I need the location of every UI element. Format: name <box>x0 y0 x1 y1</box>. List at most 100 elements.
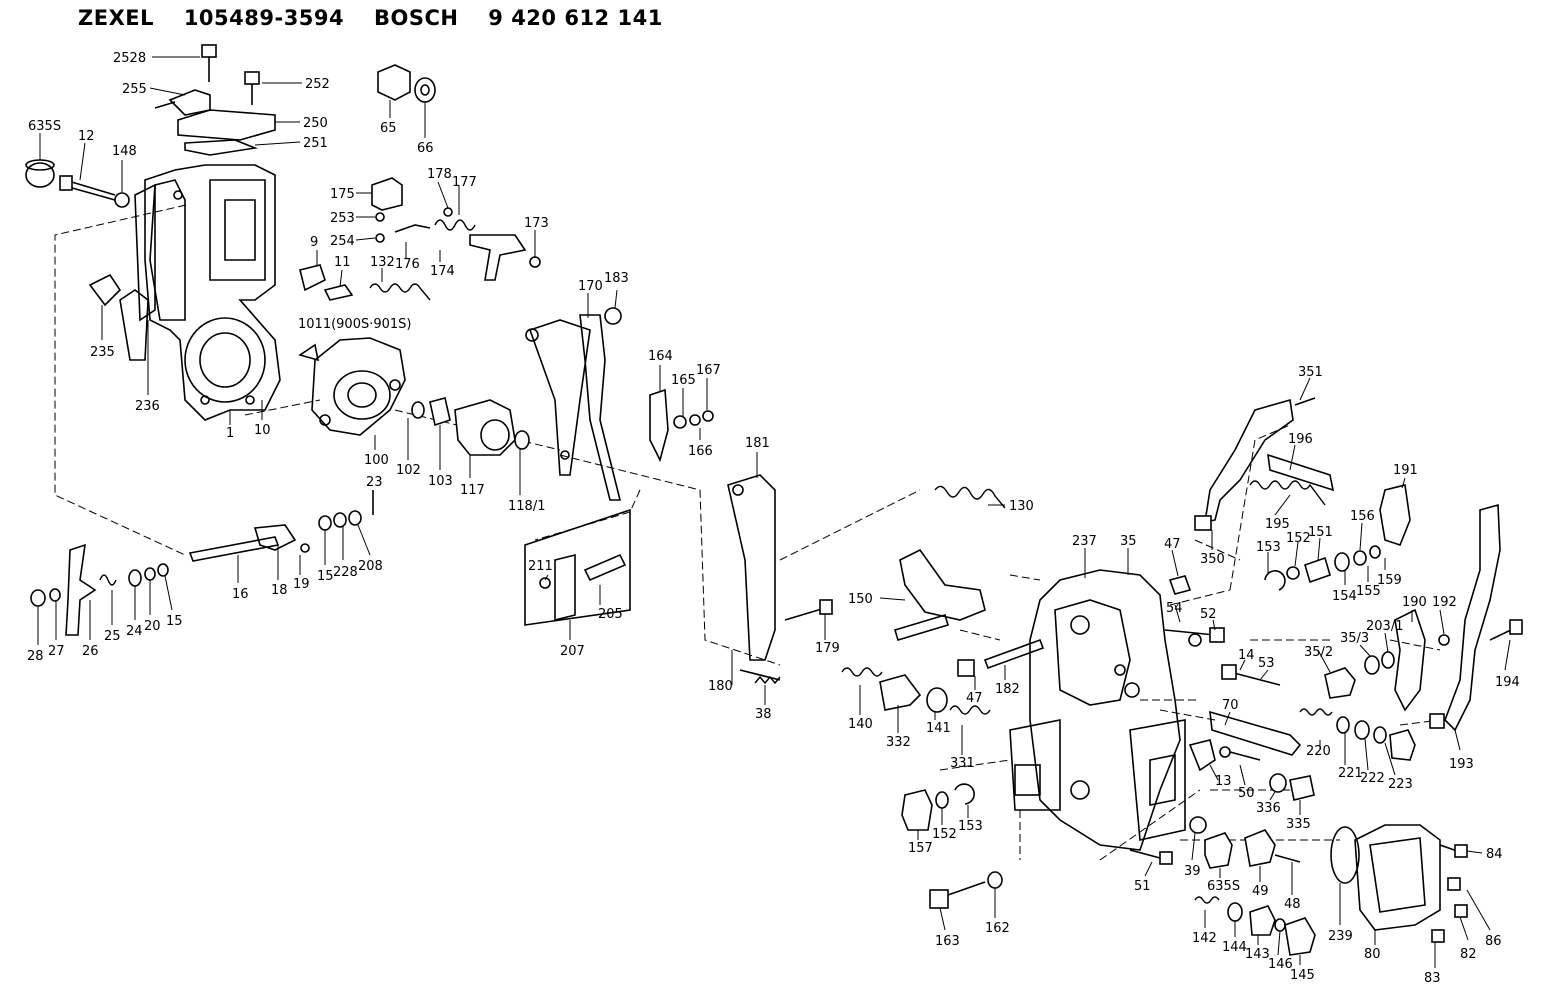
pump-body-35 <box>1009 569 1186 851</box>
label-20: 20 <box>144 619 161 634</box>
label-38: 38 <box>755 707 772 722</box>
label-19: 19 <box>293 577 310 592</box>
label-9: 9 <box>310 235 318 250</box>
label-130: 130 <box>1009 499 1034 514</box>
label-152-lower: 152 <box>932 827 957 842</box>
label-154: 154 <box>1332 589 1357 604</box>
label-166: 166 <box>688 444 713 459</box>
rod-182 <box>957 575 1192 677</box>
label-255: 255 <box>122 82 147 97</box>
label-222: 222 <box>1360 771 1385 786</box>
label-152-upper: 152 <box>1286 531 1311 546</box>
label-15-upper: 15 <box>317 569 334 584</box>
label-82: 82 <box>1460 947 1477 962</box>
bracket-and-spring-132 <box>298 264 431 362</box>
assembly-guide-lines <box>54 204 1441 861</box>
label-146: 146 <box>1268 957 1293 972</box>
parts-220-223 <box>1299 708 1416 761</box>
label-220: 220 <box>1306 744 1331 759</box>
label-70: 70 <box>1222 698 1239 713</box>
label-253: 253 <box>330 211 355 226</box>
label-132: 132 <box>370 255 395 270</box>
label-151: 151 <box>1308 525 1333 540</box>
adjusting-parts-140-331 <box>784 599 991 715</box>
label-239: 239 <box>1328 929 1353 944</box>
label-47-left: 47 <box>966 691 983 706</box>
label-351: 351 <box>1298 365 1323 380</box>
small-lever-164 <box>649 388 714 463</box>
label-148: 148 <box>112 144 137 159</box>
label-192: 192 <box>1432 595 1457 610</box>
label-83: 83 <box>1424 971 1441 986</box>
flyweight-assembly-100 <box>311 337 406 436</box>
parts-35-2-203 <box>1324 651 1395 699</box>
label-1011: 1011(900S·901S) <box>298 317 412 332</box>
label-102: 102 <box>396 463 421 478</box>
label-162: 162 <box>985 921 1010 936</box>
label-80: 80 <box>1364 947 1381 962</box>
label-180: 180 <box>708 679 733 694</box>
label-28: 28 <box>27 649 44 664</box>
spring-lever-174 <box>434 207 541 281</box>
label-86: 86 <box>1485 934 1502 949</box>
label-54: 54 <box>1166 601 1183 616</box>
label-142: 142 <box>1192 931 1217 946</box>
brand-bosch: BOSCH <box>373 6 459 30</box>
label-100: 100 <box>364 453 389 468</box>
label-84: 84 <box>1486 847 1503 862</box>
label-332: 332 <box>886 735 911 750</box>
label-331: 331 <box>950 756 975 771</box>
label-144: 144 <box>1222 940 1247 955</box>
nut-65-washer-66 <box>377 64 436 103</box>
label-205: 205 <box>598 607 623 622</box>
label-53: 53 <box>1258 656 1275 671</box>
label-178: 178 <box>427 167 452 182</box>
spring-130-lever-150 <box>894 485 1006 641</box>
linkage-block-175 <box>371 177 431 243</box>
label-179: 179 <box>815 641 840 656</box>
label-228: 228 <box>333 565 358 580</box>
label-117: 117 <box>460 483 485 498</box>
plug-157 <box>901 783 975 831</box>
label-163: 163 <box>935 934 960 949</box>
label-335: 335 <box>1286 817 1311 832</box>
label-635s-left: 635S <box>28 119 61 134</box>
label-35-2: 35/2 <box>1304 645 1333 660</box>
label-235: 235 <box>90 345 115 360</box>
label-170: 170 <box>578 279 603 294</box>
label-25: 25 <box>104 629 121 644</box>
shaft-bearing-parts <box>411 397 530 456</box>
label-203-1: 203/1 <box>1366 619 1403 634</box>
bracket-196-spring-195 <box>1194 397 1335 531</box>
bolt-163-washer-162 <box>929 871 1003 909</box>
bolts-52-53-70 <box>1164 627 1302 756</box>
label-164: 164 <box>648 349 673 364</box>
label-10: 10 <box>254 423 271 438</box>
parts-13-335 <box>1188 739 1315 801</box>
label-52: 52 <box>1200 607 1217 622</box>
label-252: 252 <box>305 77 330 92</box>
label-207: 207 <box>560 644 585 659</box>
label-141: 141 <box>926 721 951 736</box>
label-51: 51 <box>1134 879 1151 894</box>
label-48: 48 <box>1284 897 1301 912</box>
label-65: 65 <box>380 121 397 136</box>
label-174: 174 <box>430 264 455 279</box>
parts-39-48-51 <box>1129 816 1301 869</box>
label-177: 177 <box>452 175 477 190</box>
label-35-3: 35/3 <box>1340 631 1369 646</box>
label-635s-right: 635S <box>1207 879 1240 894</box>
label-182: 182 <box>995 682 1020 697</box>
label-103: 103 <box>428 474 453 489</box>
label-153-lower: 153 <box>958 819 983 834</box>
label-236: 236 <box>135 399 160 414</box>
label-251: 251 <box>303 136 328 151</box>
label-165: 165 <box>671 373 696 388</box>
label-193: 193 <box>1449 757 1474 772</box>
label-2528: 2528 <box>113 51 146 66</box>
label-237: 237 <box>1072 534 1097 549</box>
label-153-upper: 153 <box>1256 540 1281 555</box>
brand-zexel: ZEXEL <box>78 6 154 30</box>
